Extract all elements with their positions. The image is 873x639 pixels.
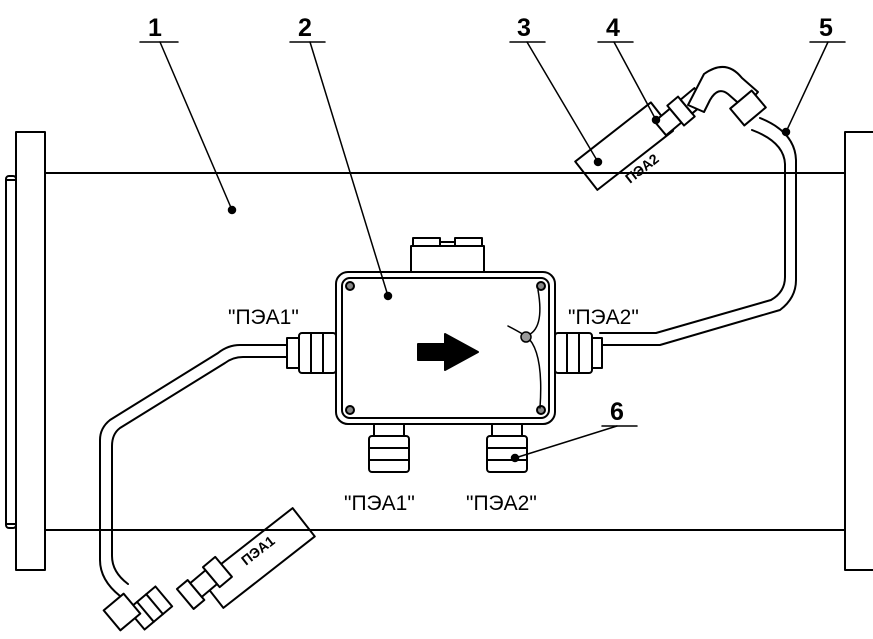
upper-sensor — [565, 66, 767, 191]
upper-cable — [599, 117, 797, 346]
left-flange — [5, 131, 46, 571]
left-port-label: "ПЭА1" — [228, 306, 299, 329]
bottom-port-label-1: "ПЭА1" — [344, 492, 415, 515]
callout-3: 3 — [517, 14, 531, 42]
bottom-gland-1 — [368, 423, 410, 473]
callout-1: 1 — [148, 14, 162, 42]
junction-box — [335, 237, 556, 425]
left-gland — [286, 332, 337, 374]
pipe — [44, 172, 846, 531]
lower-sensor — [102, 507, 331, 632]
callout-5: 5 — [819, 14, 833, 42]
right-flange — [844, 131, 873, 571]
bottom-gland-2 — [486, 423, 528, 473]
bottom-port-label-2: "ПЭА2" — [466, 492, 537, 515]
right-gland — [554, 332, 603, 374]
callout-6: 6 — [610, 398, 624, 426]
callout-2: 2 — [298, 14, 312, 42]
right-port-label: "ПЭА2" — [568, 306, 639, 329]
lower-cable — [99, 344, 288, 597]
callout-4: 4 — [606, 14, 620, 42]
leader-lines — [139, 41, 846, 463]
